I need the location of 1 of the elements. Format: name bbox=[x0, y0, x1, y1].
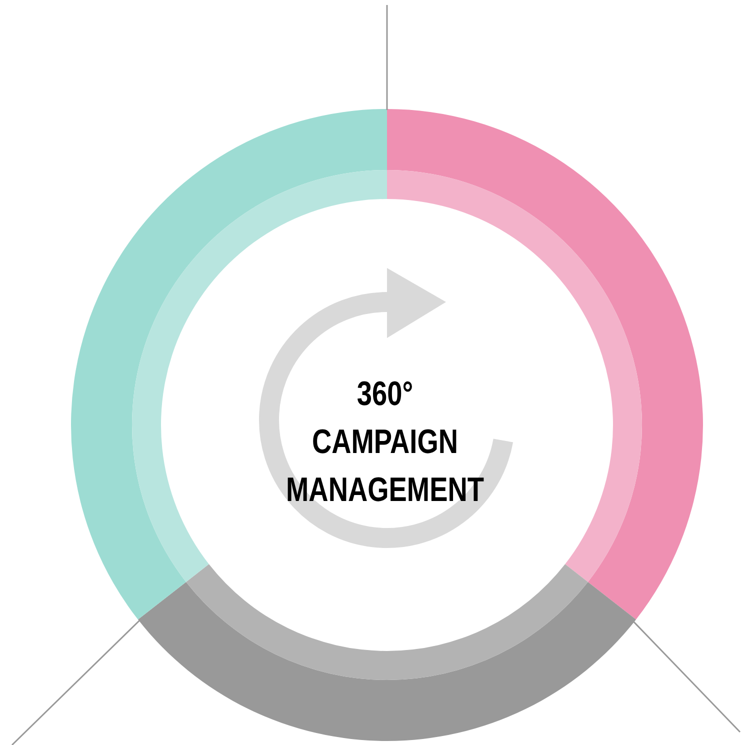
center-title: 360° CAMPAIGN MANAGEMENT bbox=[285, 374, 485, 511]
